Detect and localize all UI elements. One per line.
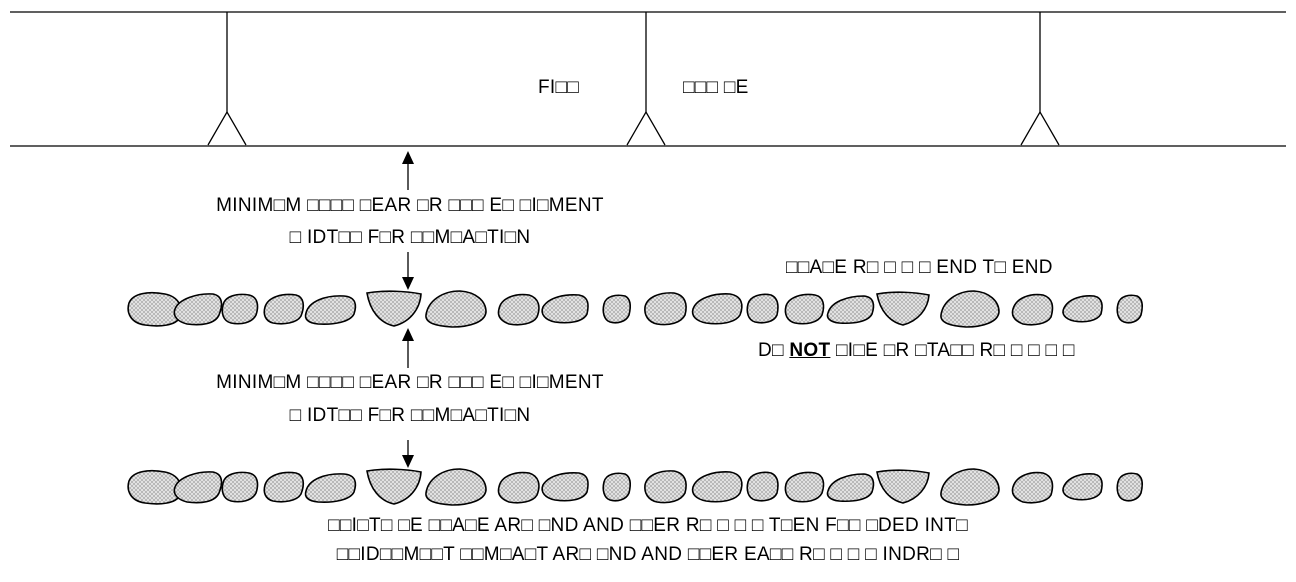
rock-icon (541, 472, 589, 502)
rock-icon (784, 471, 825, 503)
rock-icon (876, 291, 930, 326)
rock-icon (826, 295, 875, 325)
do-word: D□ (758, 340, 784, 361)
rock-icon (644, 470, 687, 504)
slope-label: □□□ □E (683, 77, 749, 98)
rock-icon (497, 293, 540, 326)
rock-icon (746, 471, 779, 502)
rock-icon (425, 468, 487, 506)
rock-icon (746, 293, 779, 324)
support-triangle-left (207, 110, 247, 146)
support-triangle-center (626, 110, 666, 146)
rock-icon (691, 293, 743, 325)
arrow-up-icon (402, 151, 414, 164)
rock-icon (1116, 472, 1143, 502)
support-triangle-right (1020, 110, 1060, 146)
rock-row-upper (127, 290, 1143, 328)
rock-icon (221, 293, 259, 325)
rock-icon (221, 471, 259, 503)
place-rocks-label: □□A□E R□ □ □ □ END T□ END (786, 257, 1053, 278)
do-not-pile-label: D□ NOT □I□E □R □TA□□ R□ □ □ □ □ (758, 340, 1075, 362)
rock-icon (127, 469, 182, 505)
rock-icon (366, 468, 422, 505)
arrow-up-icon (402, 328, 414, 341)
rock-icon (1011, 471, 1054, 504)
min-width-label-2-line-1: MINIM□M □□□□ □EAR □R □□□ E□ □I□MENT (216, 372, 604, 393)
rock-icon (826, 473, 875, 503)
rock-icon (644, 292, 687, 326)
arrow-down-icon (402, 455, 414, 468)
rock-icon (127, 291, 182, 327)
rock-icon (304, 295, 357, 325)
rock-icon (173, 471, 223, 504)
rock-icon (425, 290, 487, 328)
rock-icon (173, 293, 223, 326)
rock-row-lower (127, 468, 1143, 506)
bottom-note-line-2: □□ID□□M□□T □□M□A□T AR□ □ND AND □□ER EA□□… (336, 544, 960, 565)
rock-icon (1062, 473, 1103, 501)
rock-icon (602, 472, 631, 502)
min-width-label-2-line-2: □ IDT□□ F□R □□M□A□TI□N (289, 405, 531, 426)
not-emphasis: NOT (789, 340, 831, 361)
rock-icon (784, 293, 825, 325)
rock-icon (691, 471, 743, 503)
min-width-label-1-line-2: □ IDT□□ F□R □□M□A□TI□N (289, 227, 531, 248)
rock-icon (263, 293, 305, 325)
rock-icon (497, 471, 540, 504)
rock-icon (304, 473, 357, 503)
do-not-rest: □I□E □R □TA□□ R□ □ □ □ □ (836, 340, 1075, 361)
rock-icon (1062, 295, 1103, 323)
rock-icon (940, 290, 1000, 328)
arrow-down-icon (402, 277, 414, 290)
rock-icon (940, 468, 1000, 506)
rock-icon (1116, 294, 1143, 324)
rock-icon (263, 471, 305, 503)
rock-icon (541, 294, 589, 324)
rock-icon (366, 290, 422, 327)
rock-icon (1011, 293, 1054, 326)
rock-icon (876, 469, 930, 504)
fill-label: FI□□ (538, 77, 580, 98)
rock-icon (602, 294, 631, 324)
min-width-label-1-line-1: MINIM□M □□□□ □EAR □R □□□ E□ □I□MENT (216, 195, 604, 216)
bottom-note-line-1: □□I□T□ □E □□A□E AR□ □ND AND □□ER R□ □ □ … (328, 515, 968, 536)
